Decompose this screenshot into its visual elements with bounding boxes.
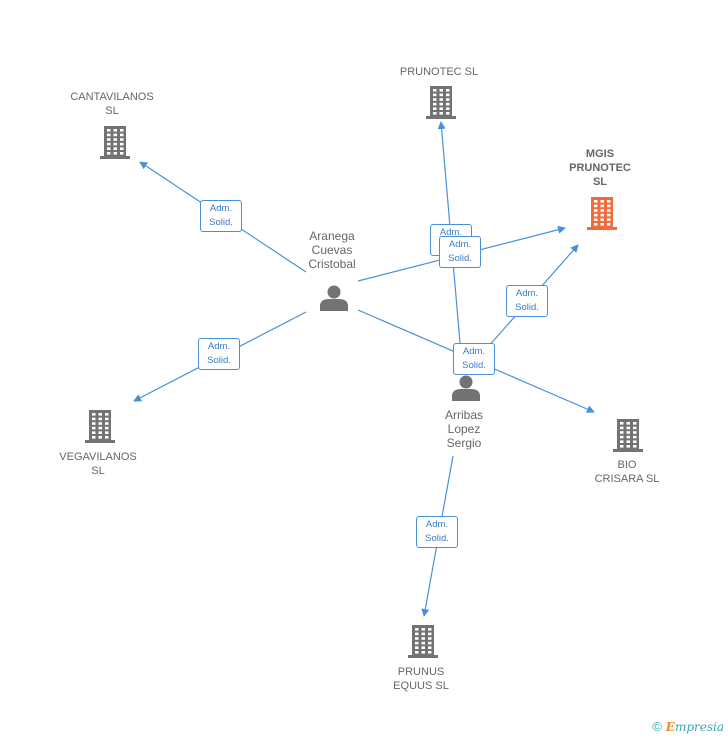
relation-role-line1: Adm. [207,341,231,352]
person-label-arribas[interactable]: Arribas Lopez Sergio [444,408,484,450]
copyright-symbol: © [652,719,662,734]
relation-role-line1: Adm. [462,346,486,357]
relation-badge-aranega-cantavilanos[interactable]: Adm. Solid. [200,200,242,232]
relation-badge-arribas-prunotec[interactable]: Adm. Solid. [439,236,481,268]
relation-role-line2: Solid. [448,253,472,264]
relation-role-line1: Adm. [425,519,449,530]
relation-role-line2: Solid. [462,360,486,371]
relation-role-line1: Adm. [209,203,233,214]
relation-role-line2: Solid. [209,217,233,228]
person-icon-arribas[interactable] [452,375,480,402]
relation-badge-arribas-prunus[interactable]: Adm. Solid. [416,516,458,548]
company-label-prunotec[interactable]: PRUNOTEC SL [399,66,479,78]
relation-role-line2: Solid. [515,302,539,313]
building-icon-vegavilanos[interactable] [85,410,115,443]
person-label-aranega[interactable]: Aranega Cuevas Cristobal [308,229,356,271]
person-icon-aranega[interactable] [320,285,348,312]
relation-role-line2: Solid. [207,355,231,366]
relation-badge-aranega-bio[interactable]: Adm. Solid. [453,343,495,375]
relation-badge-aranega-vegavilanos[interactable]: Adm. Solid. [198,338,240,370]
footer-brand: © Empresia [652,719,724,734]
company-label-prunus[interactable]: PRUNUS EQUUS SL [393,666,449,692]
building-icon-mgis[interactable] [587,197,617,230]
relation-badge-arribas-mgis[interactable]: Adm. Solid. [506,285,548,317]
building-icon-bio[interactable] [613,419,643,452]
company-label-mgis[interactable]: MGIS PRUNOTEC SL [569,148,631,188]
company-label-vegavilanos[interactable]: VEGAVILANOS SL [59,451,137,477]
building-icon-cantavilanos[interactable] [100,126,130,159]
relation-role-line1: Adm. [439,227,463,238]
company-label-cantavilanos[interactable]: CANTAVILANOS SL [70,91,154,117]
building-icon-prunus[interactable] [408,625,438,658]
relation-role-line1: Adm. [448,239,472,250]
building-icon-prunotec[interactable] [426,86,456,119]
relation-role-line2: Solid. [425,533,449,544]
company-label-bio[interactable]: BIO CRISARA SL [594,459,660,485]
brand-logo: Empresia [665,719,724,734]
relation-role-line1: Adm. [515,288,539,299]
